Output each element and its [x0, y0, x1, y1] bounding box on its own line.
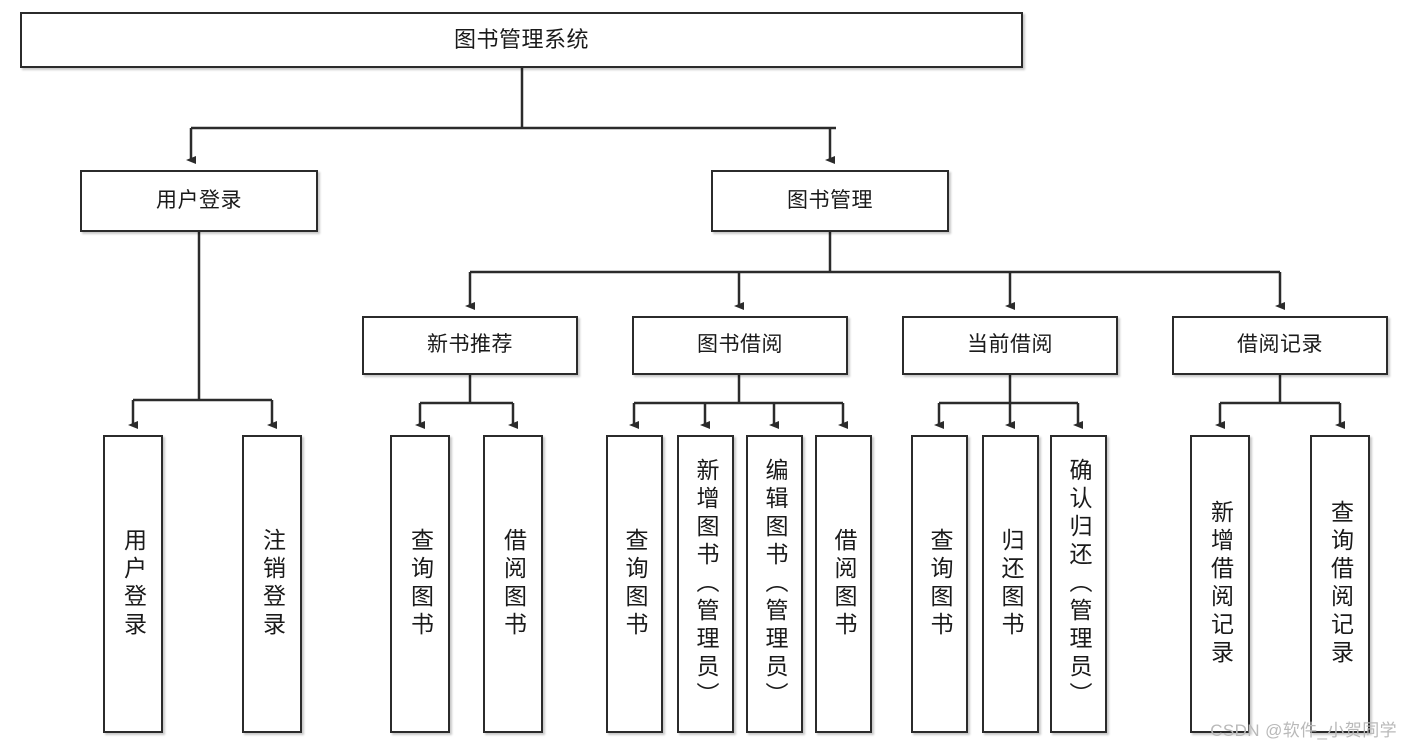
leaf-recommend-borrow-book-label: 借阅图书: [500, 528, 527, 640]
node-root-label: 图书管理系统: [453, 27, 589, 53]
leaf-borrow-query-book[interactable]: 查询图书: [606, 435, 663, 733]
leaf-records-add-record[interactable]: 新增借阅记录: [1190, 435, 1250, 733]
leaf-recommend-borrow-book[interactable]: 借阅图书: [483, 435, 543, 733]
node-book-management-label: 图书管理: [787, 188, 873, 212]
leaf-borrow-edit-book-label: 编辑图书（管理员）: [762, 458, 788, 710]
node-current-borrow-label: 当前借阅: [967, 333, 1053, 357]
leaf-user-login-signout[interactable]: 注销登录: [242, 435, 302, 733]
node-book-management[interactable]: 图书管理: [711, 170, 949, 232]
leaf-user-login-signin-label: 用户登录: [120, 528, 147, 640]
leaf-current-confirm-return[interactable]: 确认归还（管理员）: [1050, 435, 1107, 733]
node-borrow-records-label: 借阅记录: [1237, 333, 1323, 357]
leaf-borrow-borrow-book[interactable]: 借阅图书: [815, 435, 872, 733]
node-current-borrow[interactable]: 当前借阅: [902, 316, 1118, 375]
node-new-book-recommend-label: 新书推荐: [427, 333, 513, 357]
leaf-user-login-signout-label: 注销登录: [259, 528, 286, 640]
leaf-current-query-book-label: 查询图书: [927, 528, 953, 640]
leaf-records-query-record-label: 查询借阅记录: [1327, 500, 1354, 668]
leaf-borrow-edit-book[interactable]: 编辑图书（管理员）: [746, 435, 803, 733]
leaf-user-login-signin[interactable]: 用户登录: [103, 435, 163, 733]
leaf-borrow-add-book-label: 新增图书（管理员）: [693, 458, 719, 710]
leaf-current-query-book[interactable]: 查询图书: [911, 435, 968, 733]
leaf-recommend-query-book[interactable]: 查询图书: [390, 435, 450, 733]
leaf-borrow-query-book-label: 查询图书: [622, 528, 648, 640]
leaf-recommend-query-book-label: 查询图书: [407, 528, 434, 640]
node-book-borrow[interactable]: 图书借阅: [632, 316, 848, 375]
node-borrow-records[interactable]: 借阅记录: [1172, 316, 1388, 375]
node-user-login-label: 用户登录: [156, 188, 242, 212]
leaf-borrow-borrow-book-label: 借阅图书: [831, 528, 857, 640]
watermark-text: CSDN @软件_小贺同学: [1210, 721, 1397, 740]
leaf-current-return-book[interactable]: 归还图书: [982, 435, 1039, 733]
node-new-book-recommend[interactable]: 新书推荐: [362, 316, 578, 375]
node-book-borrow-label: 图书借阅: [697, 333, 783, 357]
leaf-records-query-record[interactable]: 查询借阅记录: [1310, 435, 1370, 733]
leaf-current-confirm-return-label: 确认归还（管理员）: [1066, 458, 1092, 710]
leaf-records-add-record-label: 新增借阅记录: [1207, 500, 1234, 668]
leaf-current-return-book-label: 归还图书: [998, 528, 1024, 640]
node-root[interactable]: 图书管理系统: [20, 12, 1023, 68]
leaf-borrow-add-book[interactable]: 新增图书（管理员）: [677, 435, 734, 733]
node-user-login[interactable]: 用户登录: [80, 170, 318, 232]
